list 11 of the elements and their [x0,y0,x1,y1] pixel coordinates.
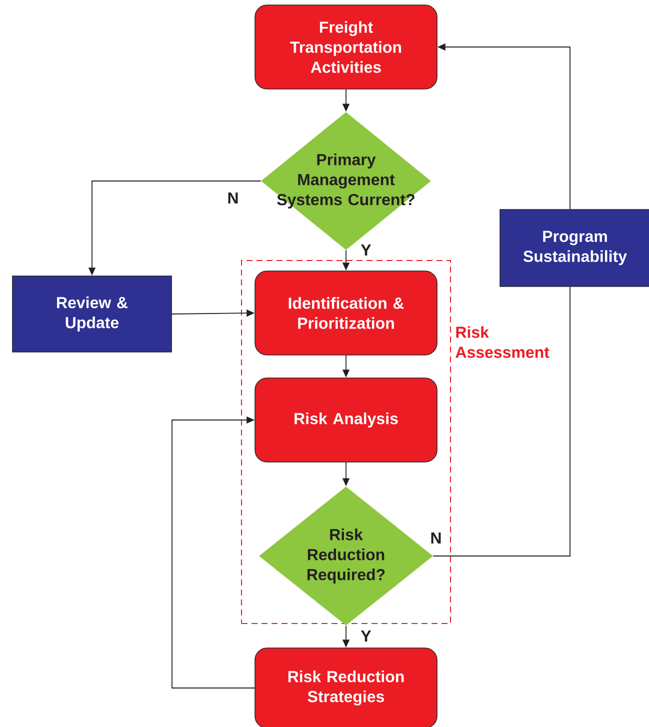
arrow [172,416,256,688]
process-box: Freight Transportation Activities [254,4,438,90]
process-box: Review & Update [12,276,172,352]
edge-label: N [228,192,238,204]
edge-label: Y [360,630,372,642]
process-box: Risk Reduction Strategies [254,648,438,727]
node-label: Risk Assessment [456,326,550,358]
edge-label: N [431,532,441,544]
process-box: Program Sustainability [500,209,649,287]
process-box: Risk Analysis [254,378,438,462]
process-box: Identification & Prioritization [254,270,438,356]
